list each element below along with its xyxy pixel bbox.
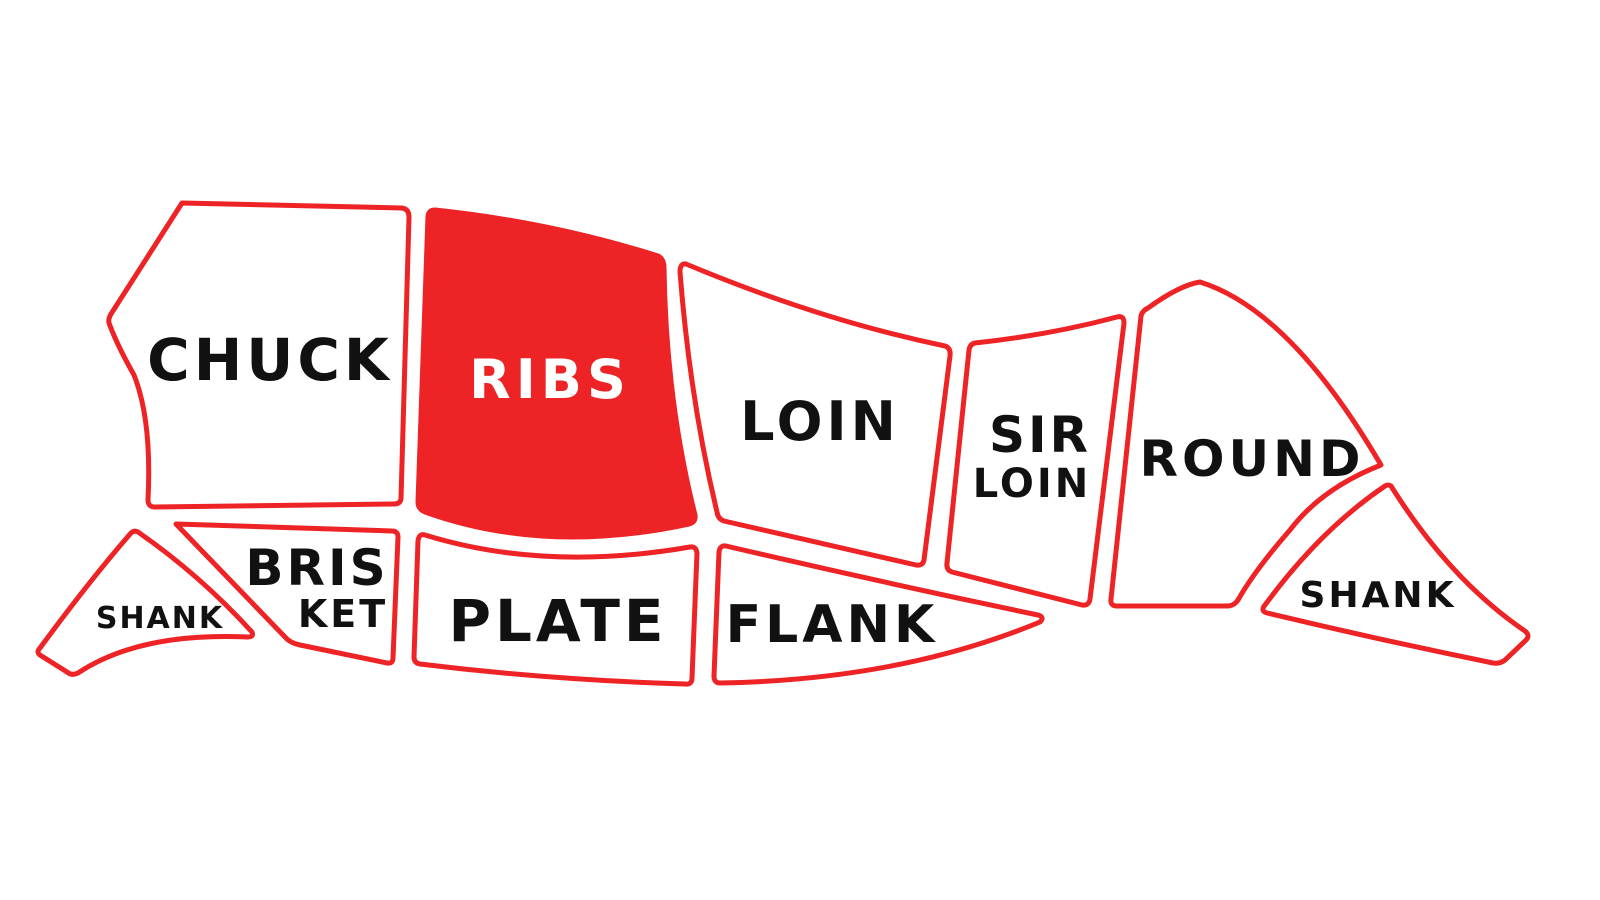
cut-plate[interactable] [411,532,700,687]
cut-round[interactable] [1108,279,1384,609]
cut-loin[interactable] [677,261,953,568]
cut-brisket[interactable] [173,521,401,666]
cut-chuck[interactable] [106,200,412,510]
cut-ribs[interactable] [415,207,698,540]
cut-flank[interactable] [711,543,1045,686]
cut-sirloin[interactable] [944,314,1127,608]
cut-shank-rear[interactable] [1260,482,1531,666]
cut-shank-front[interactable] [35,528,255,677]
